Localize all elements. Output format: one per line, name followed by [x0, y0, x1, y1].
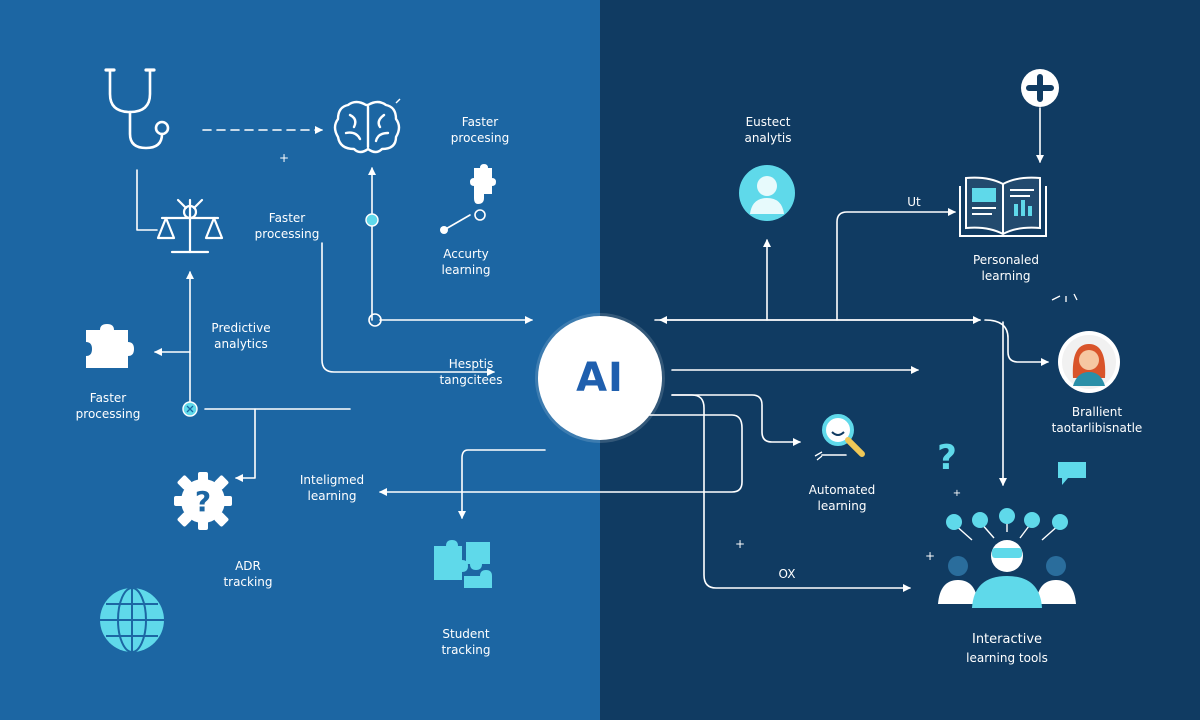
- arrow-faster-processing-to-hospital: [321, 242, 495, 376]
- woman-avatar-icon: [1058, 331, 1120, 393]
- magnifier-icon: [822, 414, 865, 457]
- gear-question-icon: ?: [174, 472, 232, 530]
- label-brallient: Brallient taotarlibisnatle: [1051, 405, 1143, 435]
- arrow-ai-to-intelligent-learning: [379, 414, 743, 496]
- stethoscope-icon: [104, 68, 170, 150]
- label-faster-processing-top: Faster procesing: [450, 115, 510, 145]
- svg-text:?: ?: [195, 485, 211, 518]
- label-hospital-tangibles: Hesptis tangcitees: [439, 357, 503, 387]
- line-accuracy-node: [443, 214, 471, 231]
- label-personalized-learning: Personaled learning: [972, 253, 1039, 283]
- arrow-ai-down-to-student: [458, 449, 546, 519]
- small-puzzle-icon: [470, 164, 496, 204]
- puzzle-pieces-icon: [434, 540, 492, 588]
- puzzle-piece-icon: [86, 324, 134, 368]
- plus-symbol: +: [952, 488, 962, 499]
- plus-symbol: +: [278, 151, 290, 165]
- arrow-down-to-gear: [235, 408, 256, 482]
- plus-symbol: +: [924, 549, 936, 563]
- label-ox: OX: [778, 567, 796, 581]
- question-mark-icon: ?: [937, 438, 957, 478]
- label-adr-tracking: ADR tracking: [223, 559, 273, 589]
- arrow-down-to-interactive-tools: [671, 394, 911, 592]
- node-brain-line: [365, 213, 379, 227]
- node-open-circle: [368, 313, 382, 327]
- plus-symbol: +: [734, 537, 746, 551]
- arrow-right-to-avatar: [984, 319, 1049, 366]
- label-learning-tools: learning tools: [966, 651, 1048, 665]
- label-faster-processing-mid: Faster processing: [254, 211, 320, 241]
- ai-label: AI: [576, 355, 624, 401]
- medical-plus-icon: [1021, 69, 1059, 107]
- arrow-up-to-book: [836, 208, 956, 321]
- team-network-icon: [938, 508, 1076, 608]
- open-book-icon: [959, 176, 1047, 237]
- globe-icon: [100, 587, 164, 653]
- justice-scale-icon: [156, 198, 224, 254]
- label-student-tracking: Student tracking: [441, 627, 491, 657]
- analytics-avatar-icon: [739, 165, 795, 221]
- label-automated-learning: Automated learning: [808, 483, 876, 513]
- line-stethoscope-to-scale: [136, 169, 158, 231]
- ai-hub: AI: [538, 316, 662, 440]
- label-intelligent-learning: Inteligmed learning: [299, 473, 365, 503]
- label-predictive-analytics: Predictive analytics: [211, 321, 271, 351]
- label-ut: Ut: [907, 195, 921, 209]
- label-eustect-analytis: Eustect analytis: [744, 115, 792, 145]
- label-interactive: Interactive: [971, 632, 1043, 647]
- label-accuracy-learning: Accurty learning: [441, 247, 491, 277]
- arrow-to-automated-learning: [671, 394, 801, 446]
- chat-bubble-icon: [1058, 462, 1086, 485]
- brain-icon: [333, 98, 401, 154]
- label-faster-processing-left: Faster processing: [75, 391, 141, 421]
